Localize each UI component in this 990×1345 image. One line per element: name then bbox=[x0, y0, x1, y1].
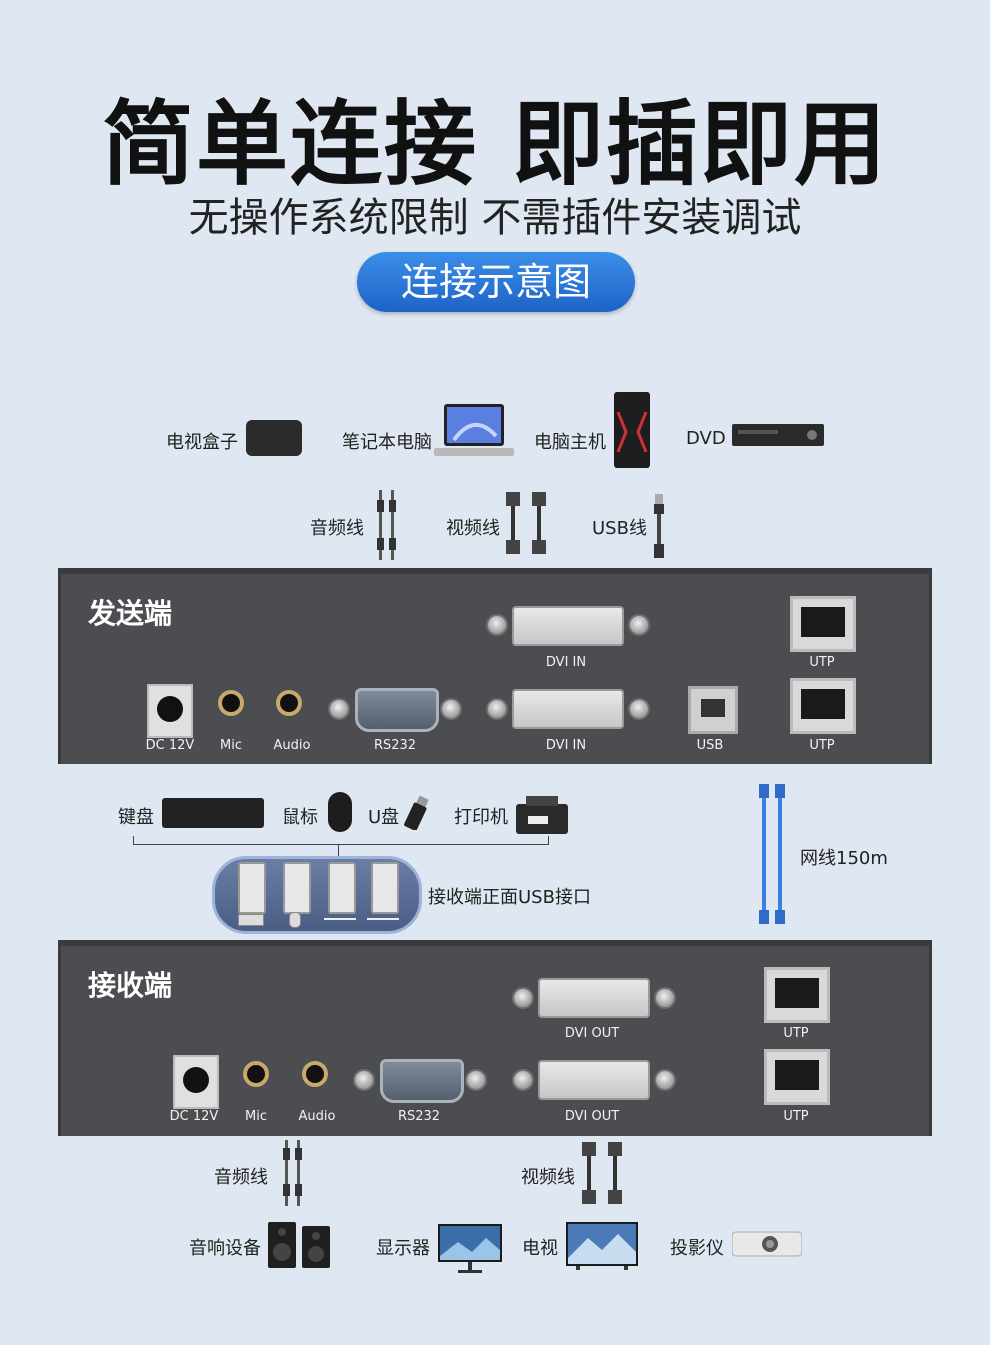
keyboard-icon bbox=[162, 798, 264, 828]
dc-power-port bbox=[147, 684, 193, 738]
dvi-in-port-2 bbox=[512, 689, 624, 729]
page-subtitle: 无操作系统限制 不需插件安装调试 bbox=[188, 195, 802, 241]
utp-port-1 bbox=[764, 967, 830, 1023]
page-title: 简单连接 即插即用 bbox=[101, 91, 889, 198]
audio-jack bbox=[302, 1061, 328, 1087]
network-cable-icon bbox=[757, 784, 787, 924]
tv-box-icon bbox=[246, 420, 302, 456]
screw-icon bbox=[512, 1069, 534, 1091]
sender-utp-2-label: UTP bbox=[809, 738, 835, 753]
tv-icon bbox=[566, 1222, 638, 1270]
screw-icon bbox=[353, 1069, 375, 1091]
speakers-icon bbox=[268, 1222, 332, 1268]
usb-drive-icon bbox=[404, 795, 430, 831]
usb-port-mouse bbox=[283, 862, 311, 914]
screw-icon bbox=[440, 698, 462, 720]
utp-port-2 bbox=[790, 678, 856, 734]
sender-title: 发送端 bbox=[88, 597, 173, 630]
usb-port-2 bbox=[371, 862, 399, 914]
label-keyboard: 键盘 bbox=[118, 807, 154, 828]
receiver-utp-2-label: UTP bbox=[783, 1109, 809, 1124]
sender-dvi-in-1-label: DVI IN bbox=[545, 655, 587, 670]
screw-icon bbox=[654, 1069, 676, 1091]
sender-mic-label: Mic bbox=[220, 738, 242, 753]
sender-utp-1-label: UTP bbox=[809, 655, 835, 670]
screw-icon bbox=[486, 614, 508, 636]
sender-dvi-in-2-label: DVI IN bbox=[545, 738, 587, 753]
monitor-icon bbox=[438, 1224, 502, 1274]
dvi-cable-icon bbox=[504, 492, 548, 554]
dc-power-port bbox=[173, 1055, 219, 1109]
label-top-usb-cable: USB线 bbox=[592, 518, 647, 539]
sender-rs232-label: RS232 bbox=[373, 738, 417, 753]
label-laptop: 笔记本电脑 bbox=[342, 432, 432, 453]
receiver-rs232-label: RS232 bbox=[397, 1109, 441, 1124]
dvi-cable-icon bbox=[580, 1142, 624, 1204]
dvd-player-icon bbox=[732, 424, 824, 448]
usb-b-port bbox=[688, 686, 738, 734]
receiver-dvi-out-1-label: DVI OUT bbox=[564, 1026, 620, 1041]
label-top-video-cable: 视频线 bbox=[446, 518, 500, 539]
label-tv: 电视 bbox=[522, 1238, 558, 1259]
sender-audio-label: Audio bbox=[273, 738, 311, 753]
label-dvd: DVD bbox=[686, 428, 726, 449]
label-front-usb: 接收端正面USB接口 bbox=[428, 887, 591, 908]
screw-icon bbox=[486, 698, 508, 720]
receiver-title: 接收端 bbox=[88, 969, 173, 1002]
label-printer: 打印机 bbox=[454, 807, 508, 828]
receiver-dc-label: DC 12V bbox=[169, 1109, 219, 1124]
receiver-utp-1-label: UTP bbox=[783, 1026, 809, 1041]
label-pc: 电脑主机 bbox=[534, 432, 606, 453]
mic-jack bbox=[243, 1061, 269, 1087]
screw-icon bbox=[628, 614, 650, 636]
mouse-mini-icon bbox=[289, 912, 301, 928]
screw-icon bbox=[628, 698, 650, 720]
audio-cable-icon bbox=[282, 1140, 304, 1206]
sender-dc-label: DC 12V bbox=[145, 738, 195, 753]
label-network-cable: 网线150m bbox=[800, 848, 888, 869]
rs232-port bbox=[355, 688, 439, 732]
audio-jack bbox=[276, 690, 302, 716]
label-monitor: 显示器 bbox=[376, 1238, 430, 1259]
screw-icon bbox=[512, 987, 534, 1009]
receiver-dvi-out-2-label: DVI OUT bbox=[564, 1109, 620, 1124]
usb-port-1 bbox=[328, 862, 356, 914]
mic-jack bbox=[218, 690, 244, 716]
label-speakers: 音响设备 bbox=[189, 1238, 261, 1259]
bracket-stem bbox=[338, 844, 339, 858]
screw-icon bbox=[465, 1069, 487, 1091]
dvi-out-port-2 bbox=[538, 1060, 650, 1100]
usb-symbol-icon bbox=[367, 918, 399, 920]
printer-icon bbox=[516, 796, 568, 834]
dvi-out-port-1 bbox=[538, 978, 650, 1018]
utp-port-1 bbox=[790, 596, 856, 652]
label-bottom-video-cable: 视频线 bbox=[521, 1167, 575, 1188]
label-udisk: U盘 bbox=[368, 807, 400, 828]
projector-icon bbox=[731, 1230, 803, 1258]
pc-tower-icon bbox=[614, 392, 650, 468]
sender-usb-label: USB bbox=[696, 738, 724, 753]
usb-port-keyboard bbox=[238, 862, 266, 914]
usb-symbol-icon bbox=[324, 918, 356, 920]
screw-icon bbox=[328, 698, 350, 720]
utp-port-2 bbox=[764, 1049, 830, 1105]
label-bottom-audio-cable: 音频线 bbox=[214, 1167, 268, 1188]
audio-cable-icon bbox=[376, 490, 398, 560]
usb-cable-icon bbox=[652, 494, 666, 560]
peripherals-bracket bbox=[133, 836, 549, 845]
diagram-badge: 连接示意图 bbox=[357, 252, 635, 312]
receiver-mic-label: Mic bbox=[245, 1109, 267, 1124]
label-projector: 投影仪 bbox=[670, 1238, 724, 1259]
mouse-icon bbox=[328, 792, 352, 832]
label-top-audio-cable: 音频线 bbox=[310, 518, 364, 539]
dvi-in-port-1 bbox=[512, 606, 624, 646]
rs232-port bbox=[380, 1059, 464, 1103]
laptop-icon bbox=[434, 404, 514, 460]
receiver-audio-label: Audio bbox=[298, 1109, 336, 1124]
keyboard-mini-icon bbox=[238, 914, 264, 926]
sender-panel bbox=[58, 568, 932, 764]
label-tv-box: 电视盒子 bbox=[166, 432, 238, 453]
label-mouse: 鼠标 bbox=[282, 807, 318, 828]
screw-icon bbox=[654, 987, 676, 1009]
